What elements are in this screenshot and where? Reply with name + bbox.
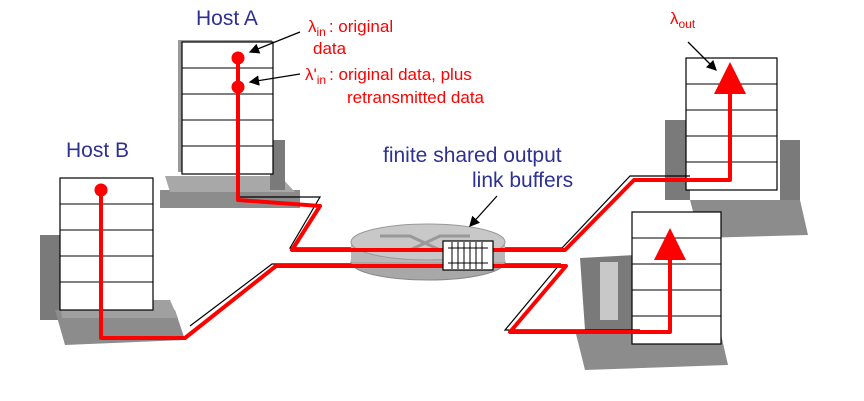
lambda-out-label: λout xyxy=(670,9,696,31)
lambda-in-prime-label-line2: retransmitted data xyxy=(347,88,485,107)
host-a-computer xyxy=(160,40,300,208)
lambda-out-pointer xyxy=(687,41,717,71)
buffers-label-line1: finite shared output xyxy=(383,144,562,167)
host-b-dot xyxy=(94,183,108,197)
host-b-buffer xyxy=(59,177,154,311)
lambda-in-label: λin: original xyxy=(308,17,393,39)
lambda-in-dot xyxy=(231,51,245,65)
lambda-in-prime-pointer xyxy=(248,73,301,86)
host-a-label: Host A xyxy=(196,7,258,30)
lambda-in-pointer xyxy=(248,31,301,54)
buffers-pointer xyxy=(469,195,498,227)
flow-host-b xyxy=(99,192,672,340)
host-a-buffer xyxy=(181,41,274,175)
receiver-top-computer xyxy=(665,57,808,238)
receiver-bottom-buffer xyxy=(631,211,722,345)
buffers-label-line2: link buffers xyxy=(472,169,573,192)
lambda-in-label-line2: data xyxy=(313,39,347,58)
flow-host-a xyxy=(236,58,732,252)
router-output-buffer xyxy=(442,240,494,271)
lambda-in-prime-label: λ'in: original data, plus xyxy=(305,65,472,87)
flow-paths xyxy=(99,58,732,340)
receiver-bottom-computer xyxy=(575,211,728,370)
lambda-in-prime-dot xyxy=(231,80,245,94)
host-b-computer xyxy=(40,177,185,345)
host-b-label: Host B xyxy=(66,139,129,162)
